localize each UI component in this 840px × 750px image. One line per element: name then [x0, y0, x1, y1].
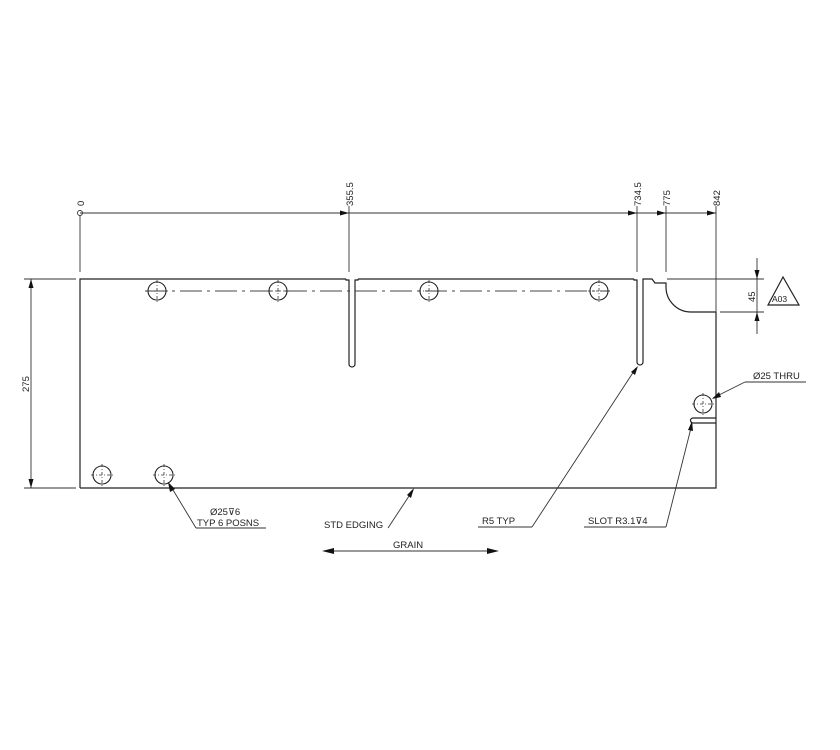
revision-tag-label: A03 — [772, 294, 787, 304]
thru-hole-text: Ø25 THRU — [753, 371, 800, 382]
hole-2 — [267, 280, 289, 302]
dim-label-0: 0 — [76, 201, 87, 206]
panel-outline — [79, 278, 717, 489]
edging-text: STD EDGING — [324, 520, 383, 531]
hole-6 — [153, 464, 175, 486]
dim-label-734: 734.5 — [633, 182, 644, 206]
hole-1 — [146, 280, 168, 302]
hole-4 — [588, 280, 610, 302]
dim-label-842: 842 — [712, 190, 723, 206]
thru-hole-leader: Ø25 THRU — [712, 371, 806, 399]
dim-label-775: 775 — [662, 190, 673, 206]
hole-typ-text: TYP 6 POSNS — [197, 518, 259, 529]
edging-leader: STD EDGING — [324, 488, 414, 531]
hole-5 — [91, 464, 113, 486]
grain-arrow: GRAIN — [322, 540, 499, 554]
revision-tag: A03 — [766, 275, 801, 306]
top-dimension-chain: 0 355.5 734.5 775 842 — [76, 182, 723, 312]
notch-dimension: 45 — [667, 258, 764, 334]
hole-callout-text: Ø25⊽6 — [210, 507, 240, 518]
height-dimension: 275 — [21, 278, 76, 489]
thru-hole — [692, 393, 714, 415]
holes — [91, 280, 714, 486]
hole-3 — [418, 280, 440, 302]
notch-dim-label: 45 — [747, 291, 758, 302]
grain-label: GRAIN — [393, 540, 423, 551]
hole-callout-leader: Ø25⊽6 TYP 6 POSNS — [168, 482, 266, 529]
radius-leader: R5 TYP — [478, 366, 638, 528]
dim-label-355: 355.5 — [345, 182, 356, 206]
slot-leader: SLOT R3.1⊽4 — [584, 421, 693, 528]
height-dim-label: 275 — [21, 376, 32, 392]
radius-text: R5 TYP — [482, 516, 515, 527]
slot-text: SLOT R3.1⊽4 — [588, 516, 648, 527]
